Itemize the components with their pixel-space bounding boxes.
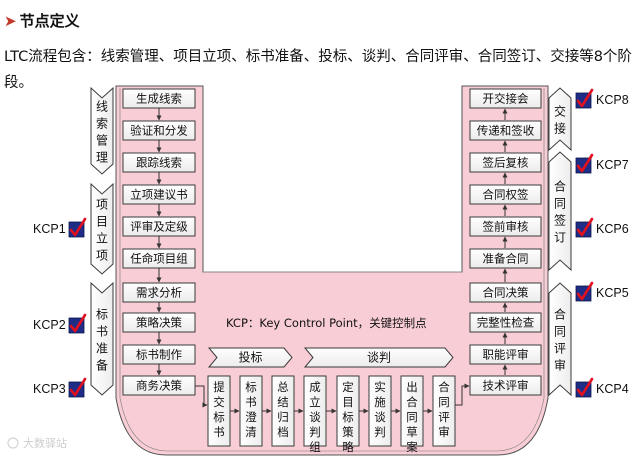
kcp-left-0-check-icon	[69, 217, 87, 237]
right-step-9: 技术评审	[483, 379, 529, 393]
right-stage-2: 合同评审	[554, 307, 566, 373]
left-stage-0: 线索管理	[96, 100, 108, 165]
right-step-4: 签前审核	[483, 220, 529, 234]
bottom-step-5: 实施谈判	[374, 380, 386, 439]
right-stage-2-shape	[548, 282, 572, 397]
intro-text: LTC流程包含：线索管理、项目立项、标书准备、投标、谈判、合同评审、合同签订、交…	[4, 49, 632, 91]
right-step-3: 合同权签	[483, 188, 529, 202]
kcp-left-0: KCP1	[33, 222, 66, 236]
kcp-right-2-check-icon	[576, 217, 594, 237]
right-stage-0-shape	[548, 87, 572, 152]
left-step-9: 商务决策	[136, 379, 182, 393]
kcp-right-1-check-icon	[576, 153, 594, 173]
left-stage-2: 标书准备	[96, 308, 108, 373]
left-stage-2-shape	[90, 281, 114, 396]
left-step-7: 策略决策	[136, 316, 182, 330]
kcp-left-1-check-icon	[69, 313, 87, 333]
left-step-0: 生成线索	[136, 92, 182, 106]
kcp-right-3: KCP5	[596, 286, 629, 300]
bottom-step-4: 定目标策略	[342, 380, 354, 454]
kcp-right-4-check-icon	[576, 377, 594, 397]
bottom-step-3: 成立谈判组	[309, 380, 321, 454]
section-heading: ➤节点定义	[4, 10, 80, 31]
middle-stage-0-shape	[207, 347, 293, 368]
bottom-step-2: 总结归档	[277, 380, 289, 439]
left-step-1: 验证和分发	[130, 124, 188, 138]
left-step-3: 立项建议书	[130, 188, 188, 202]
right-step-7: 完整性检查	[477, 316, 535, 330]
right-stage-0: 交接	[554, 104, 566, 136]
kcp-left-2: KCP3	[33, 382, 66, 396]
middle-stage-0: 投标	[238, 350, 262, 365]
right-step-1-box	[469, 120, 542, 141]
right-step-5: 准备合同	[483, 252, 529, 266]
kcp-right-4: KCP4	[596, 382, 629, 396]
watermark: 大数驿站	[7, 436, 67, 450]
bottom-step-0: 提交标书	[213, 380, 225, 439]
kcp-note: KCP：Key Control Point，关键控制点	[226, 316, 427, 330]
process-band	[115, 85, 549, 456]
arrow-bullet-icon: ➤	[4, 12, 17, 30]
right-step-5-box	[469, 248, 542, 269]
right-step-0-box	[469, 88, 542, 109]
watermark-logo-icon	[7, 437, 19, 449]
left-step-4: 评审及定级	[130, 220, 188, 234]
bottom-step-6: 出合同草案	[406, 380, 418, 454]
kcp-right-0: KCP8	[596, 93, 629, 107]
kcp-right-3-check-icon	[576, 281, 594, 301]
left-step-5: 任命项目组	[130, 252, 188, 266]
flow-connector	[195, 385, 208, 408]
bottom-step-7-box	[432, 375, 456, 447]
right-step-2: 签后复核	[483, 156, 529, 170]
right-step-7-box	[469, 312, 542, 333]
kcp-right-2: KCP6	[596, 222, 629, 236]
flow-connector	[455, 383, 470, 406]
kcp-right-1: KCP7	[596, 158, 629, 172]
bottom-step-1: 标书澄清	[245, 380, 257, 439]
right-step-4-box	[469, 216, 542, 237]
left-step-2: 跟踪线索	[136, 156, 182, 170]
right-step-2-box	[469, 152, 542, 173]
left-stage-1-shape	[90, 182, 114, 275]
right-step-6: 合同决策	[483, 286, 529, 300]
right-step-3-box	[469, 184, 542, 205]
right-step-1: 传递和签收	[477, 124, 535, 138]
band-inner-outline	[119, 88, 545, 452]
right-step-6-box	[469, 282, 542, 303]
right-stage-1: 合同签订	[554, 179, 566, 245]
kcp-right-0-check-icon	[576, 88, 594, 108]
right-step-8-box	[469, 344, 542, 365]
left-step-8: 标书制作	[136, 348, 182, 362]
right-step-8: 职能评审	[483, 348, 529, 362]
middle-stage-1: 谈判	[367, 351, 391, 365]
left-step-6: 需求分析	[136, 286, 182, 300]
right-step-9-box	[469, 375, 542, 396]
middle-stage-1-shape	[303, 347, 454, 368]
kcp-left-2-check-icon	[69, 377, 87, 397]
watermark-text: 大数驿站	[23, 436, 67, 450]
right-step-0: 开交接会	[483, 92, 529, 106]
left-stage-1: 项目立项	[96, 198, 108, 263]
left-stage-0-shape	[90, 86, 114, 175]
kcp-left-1: KCP2	[33, 318, 66, 332]
right-stage-1-shape	[548, 151, 572, 272]
section-title: 节点定义	[19, 12, 80, 30]
bottom-step-7: 合同评审	[438, 380, 450, 439]
